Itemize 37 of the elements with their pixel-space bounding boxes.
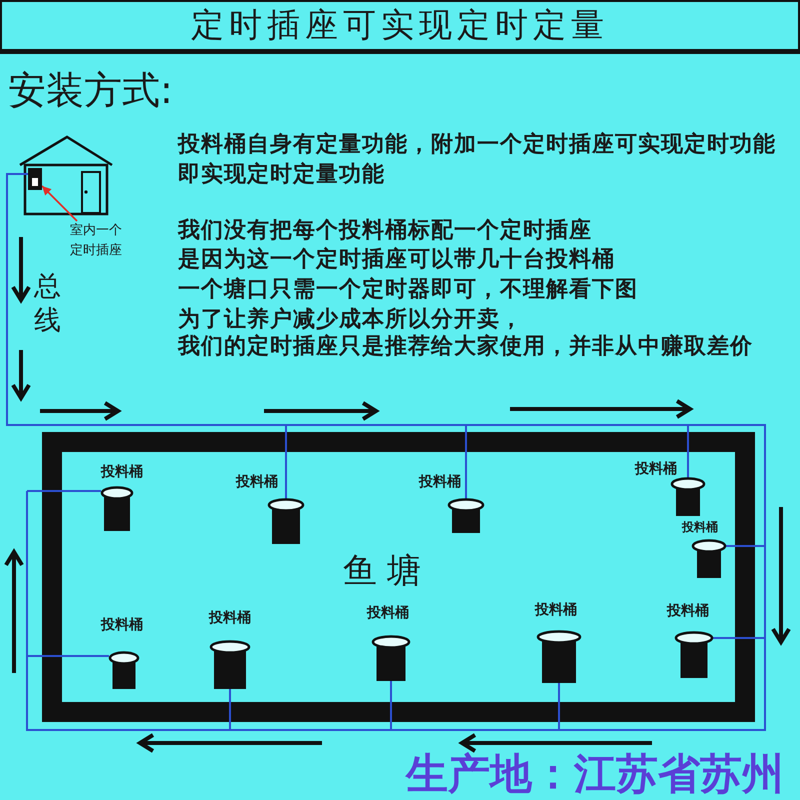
wire xyxy=(229,688,231,730)
pond-frame xyxy=(42,432,755,722)
footer-text: 生产地：江苏省苏州 xyxy=(406,753,784,795)
leader-line xyxy=(41,185,78,222)
wire xyxy=(713,637,765,639)
wire xyxy=(6,173,766,731)
callout-text: 室内一个定时插座 xyxy=(70,221,124,261)
bucket-label: 投料桶 xyxy=(101,617,143,634)
bucket-label: 投料桶 xyxy=(419,474,461,491)
note-text: 我们的定时插座只是推荐给大家使用，并非从中赚取差价 xyxy=(178,334,753,360)
vertical-label: 总线 xyxy=(34,270,61,338)
socket-icon xyxy=(28,168,42,190)
title-banner: 定时插座可实现定时定量 xyxy=(0,0,800,54)
section-heading: 安装方式: xyxy=(8,68,173,114)
note-text: 一个塘口只需一个定时器即可，不理解看下图 xyxy=(178,277,638,304)
bucket-label: 投料桶 xyxy=(209,610,251,627)
note-text: 投料桶自身有定量功能，附加一个定时插座可实现定时功能 xyxy=(178,132,776,158)
wire xyxy=(726,545,765,547)
pond-label: 鱼塘 xyxy=(343,551,431,592)
wire xyxy=(558,682,560,730)
bucket-label: 投料桶 xyxy=(667,603,709,620)
bucket-label: 投料桶 xyxy=(682,520,718,535)
wire xyxy=(27,490,101,492)
wire xyxy=(27,655,109,657)
wire xyxy=(465,425,467,499)
bucket-label: 投料桶 xyxy=(635,461,677,478)
bucket-label: 投料桶 xyxy=(535,602,577,619)
note-text: 是因为这一个定时插座可以带几十台投料桶 xyxy=(178,247,615,274)
wire xyxy=(390,680,392,730)
note-text: 为了让养户减少成本所以分开卖， xyxy=(178,307,523,334)
bucket-label: 投料桶 xyxy=(101,464,143,481)
note-text: 即实现定时定量功能 xyxy=(178,162,385,188)
wire xyxy=(285,425,287,499)
bucket-label: 投料桶 xyxy=(367,605,409,622)
bucket-label: 投料桶 xyxy=(236,474,278,491)
wire xyxy=(687,425,689,478)
note-text: 我们没有把每个投料桶标配一个定时插座 xyxy=(178,218,592,244)
